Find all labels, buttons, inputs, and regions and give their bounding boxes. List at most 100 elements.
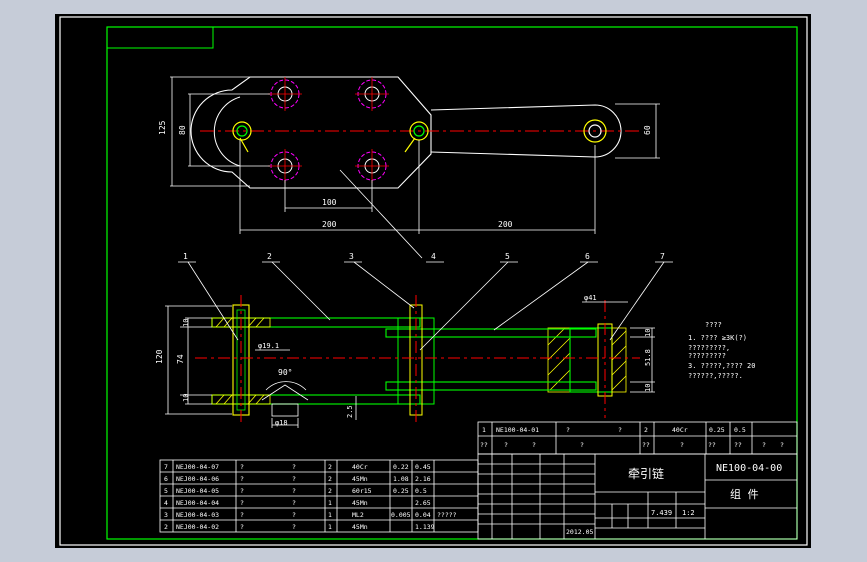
row6-q1: ? <box>292 475 296 483</box>
row5-code: NEJ00-04-05 <box>176 487 219 495</box>
dim-120: 120 <box>155 349 164 364</box>
row7-w1: 0.22 <box>393 463 409 471</box>
dim-10-right-bottom: 10 <box>644 384 652 392</box>
row3-w2: 0.04 <box>415 511 431 519</box>
row5-qty: 2 <box>328 487 332 495</box>
header-c1: ?? <box>480 441 488 449</box>
row6-w1: 1.08 <box>393 475 409 483</box>
row1-code: NE100-04-01 <box>496 426 539 434</box>
dim-10-top: 10 <box>182 319 190 327</box>
top-view-dimensions <box>170 76 660 234</box>
row3-qty: 1 <box>328 511 332 519</box>
notes-line1: 1. ???? ≥3K(?) <box>688 334 747 342</box>
row3-no: 3 <box>164 511 168 519</box>
row1-name: ? <box>566 426 570 434</box>
angle-arc <box>265 381 307 391</box>
front-view-dimensions <box>165 301 655 428</box>
bottom-bushing <box>271 403 299 417</box>
drawing-number: NE100-04-00 <box>716 463 782 474</box>
balloon-6: 6 <box>585 252 590 261</box>
dim-10-right-top: 10 <box>644 329 652 337</box>
header-c2: ? <box>504 441 508 449</box>
row5-mat: 60r15 <box>352 487 372 495</box>
row1-no: 1 <box>482 426 486 434</box>
row1-mat: 40Cr <box>672 426 688 434</box>
header-c3: ? <box>532 441 536 449</box>
balloon-1: 1 <box>183 252 188 261</box>
top-view: 125 80 60 100 200 200 <box>158 76 660 259</box>
header-c10: ? <box>780 441 784 449</box>
technical-notes: ???? 1. ???? ≥3K(?) ?????????, ?????????… <box>688 321 755 380</box>
row2-q1: ? <box>292 523 296 531</box>
balloon-3: 3 <box>349 252 354 261</box>
inner-frame <box>106 26 798 540</box>
row3-mat: ML2 <box>352 511 364 519</box>
dim-200-left: 200 <box>322 220 337 229</box>
balloon-2: 2 <box>267 252 272 261</box>
row5-no: 5 <box>164 487 168 495</box>
header-c5: ?? <box>642 441 650 449</box>
balloon-4: 4 <box>431 252 436 261</box>
row4-no: 4 <box>164 499 168 507</box>
dim-125: 125 <box>158 120 167 135</box>
row7-mat: 40Cr <box>352 463 368 471</box>
inner-link-upper <box>385 328 597 338</box>
dim-90deg: 90° <box>278 368 292 377</box>
row7-w2: 0.45 <box>415 463 431 471</box>
row2-mat: 45Mn <box>352 523 368 531</box>
part-name: 牵引链 <box>628 466 664 481</box>
inner-link-lower <box>385 381 597 391</box>
row1-qty: 2 <box>644 426 648 434</box>
dim-74: 74 <box>176 354 185 364</box>
outer-border <box>59 16 808 546</box>
row5-w1: 0.25 <box>393 487 409 495</box>
dim-phi41: φ41 <box>584 294 597 302</box>
row1-w1: 0.25 <box>709 426 725 434</box>
row5-w2: 0.5 <box>415 487 427 495</box>
dim-60: 60 <box>643 125 652 135</box>
header-c6: ? <box>680 441 684 449</box>
row3-note: ????? <box>437 511 457 519</box>
row4-w2: 2.65 <box>415 499 431 507</box>
row3-w1: 0.005 <box>391 511 411 519</box>
header-c9: ? <box>762 441 766 449</box>
category: 组 件 <box>730 487 759 501</box>
notes-line1b: ?????????, <box>688 344 730 352</box>
balloon-5: 5 <box>505 252 510 261</box>
row1-w2: 0.5 <box>734 426 746 434</box>
sheet-background <box>55 14 811 548</box>
row4-name: ? <box>240 499 244 507</box>
v-notch <box>261 384 309 401</box>
row6-mat: 45Mn <box>352 475 368 483</box>
dim-phi19-1: φ19.1 <box>258 342 279 350</box>
notes-title: ???? <box>705 321 722 329</box>
leader-4-top <box>339 169 423 259</box>
dim-phi18: φ18 <box>275 419 288 427</box>
row4-mat: 45Mn <box>352 499 368 507</box>
date: 2012.05 <box>566 528 593 536</box>
notes-line3b: ??????,?????. <box>688 372 743 380</box>
notes-line1c: ????????? <box>688 352 726 360</box>
row5-q1: ? <box>292 487 296 495</box>
row2-no: 2 <box>164 523 168 531</box>
header-c7: ?? <box>708 441 716 449</box>
row1-q1: ? <box>618 426 622 434</box>
row6-no: 6 <box>164 475 168 483</box>
header-c8: ?? <box>734 441 742 449</box>
row2-qty: 1 <box>328 523 332 531</box>
row2-w2: 1.139 <box>415 523 435 531</box>
row7-no: 7 <box>164 463 168 471</box>
front-view: 120 74 10 10 φ19.1 90° φ18 2.5 φ41 10 51… <box>155 252 673 428</box>
row6-qty: 2 <box>328 475 332 483</box>
row2-code: NEJ00-04-02 <box>176 523 219 531</box>
balloon-7: 7 <box>660 252 665 261</box>
row4-qty: 1 <box>328 499 332 507</box>
dim-2-5: 2.5 <box>346 405 354 418</box>
row4-q1: ? <box>292 499 296 507</box>
notes-line3: 3. ?????,???? 20 <box>688 362 755 370</box>
row7-q1: ? <box>292 463 296 471</box>
dim-100: 100 <box>322 198 337 207</box>
row3-name: ? <box>240 511 244 519</box>
dim-10-bottom: 10 <box>182 394 190 402</box>
